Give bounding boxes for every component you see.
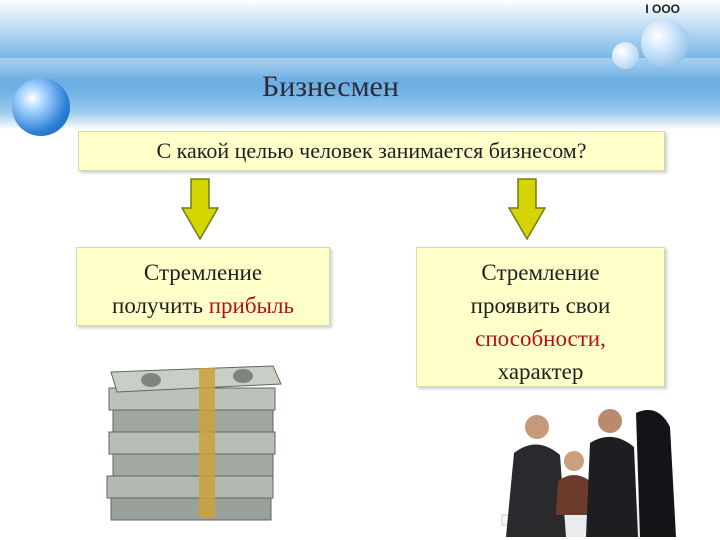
profit-line-2-prefix: получить <box>112 293 209 318</box>
corner-mark: І ООО <box>645 2 680 16</box>
business-people-figures <box>462 403 692 537</box>
profit-line-2: получить прибыль <box>77 289 329 322</box>
abilities-line-2: проявить свои <box>470 293 611 318</box>
money-stack-image <box>106 365 282 521</box>
abilities-line-1: Стремление <box>481 260 600 285</box>
abilities-highlight: способности, <box>475 326 606 351</box>
arrow-down-left-icon <box>181 178 219 240</box>
decorative-bubble-right-large <box>641 19 689 67</box>
decorative-bubble-right-small <box>612 42 639 69</box>
profit-line-1: Стремление <box>143 260 263 285</box>
profit-motive-box: Стремление получить прибыль <box>76 247 330 326</box>
header-banner <box>0 0 720 130</box>
abilities-motive-box: Стремление проявить свои способности, ха… <box>416 247 665 387</box>
question-text: С какой целью человек занимается бизнесо… <box>156 138 587 163</box>
slide-title: Бизнесмен <box>262 70 399 103</box>
abilities-line-4: характер <box>497 359 584 384</box>
business-people-image <box>462 403 692 537</box>
profit-highlight: прибыль <box>208 293 294 318</box>
arrow-down-right-icon <box>508 178 546 240</box>
money-stack-bundles <box>106 365 282 521</box>
banner-highlight <box>0 58 720 92</box>
question-box: С какой целью человек занимается бизнесо… <box>78 131 665 171</box>
decorative-bubble-left <box>12 78 70 136</box>
